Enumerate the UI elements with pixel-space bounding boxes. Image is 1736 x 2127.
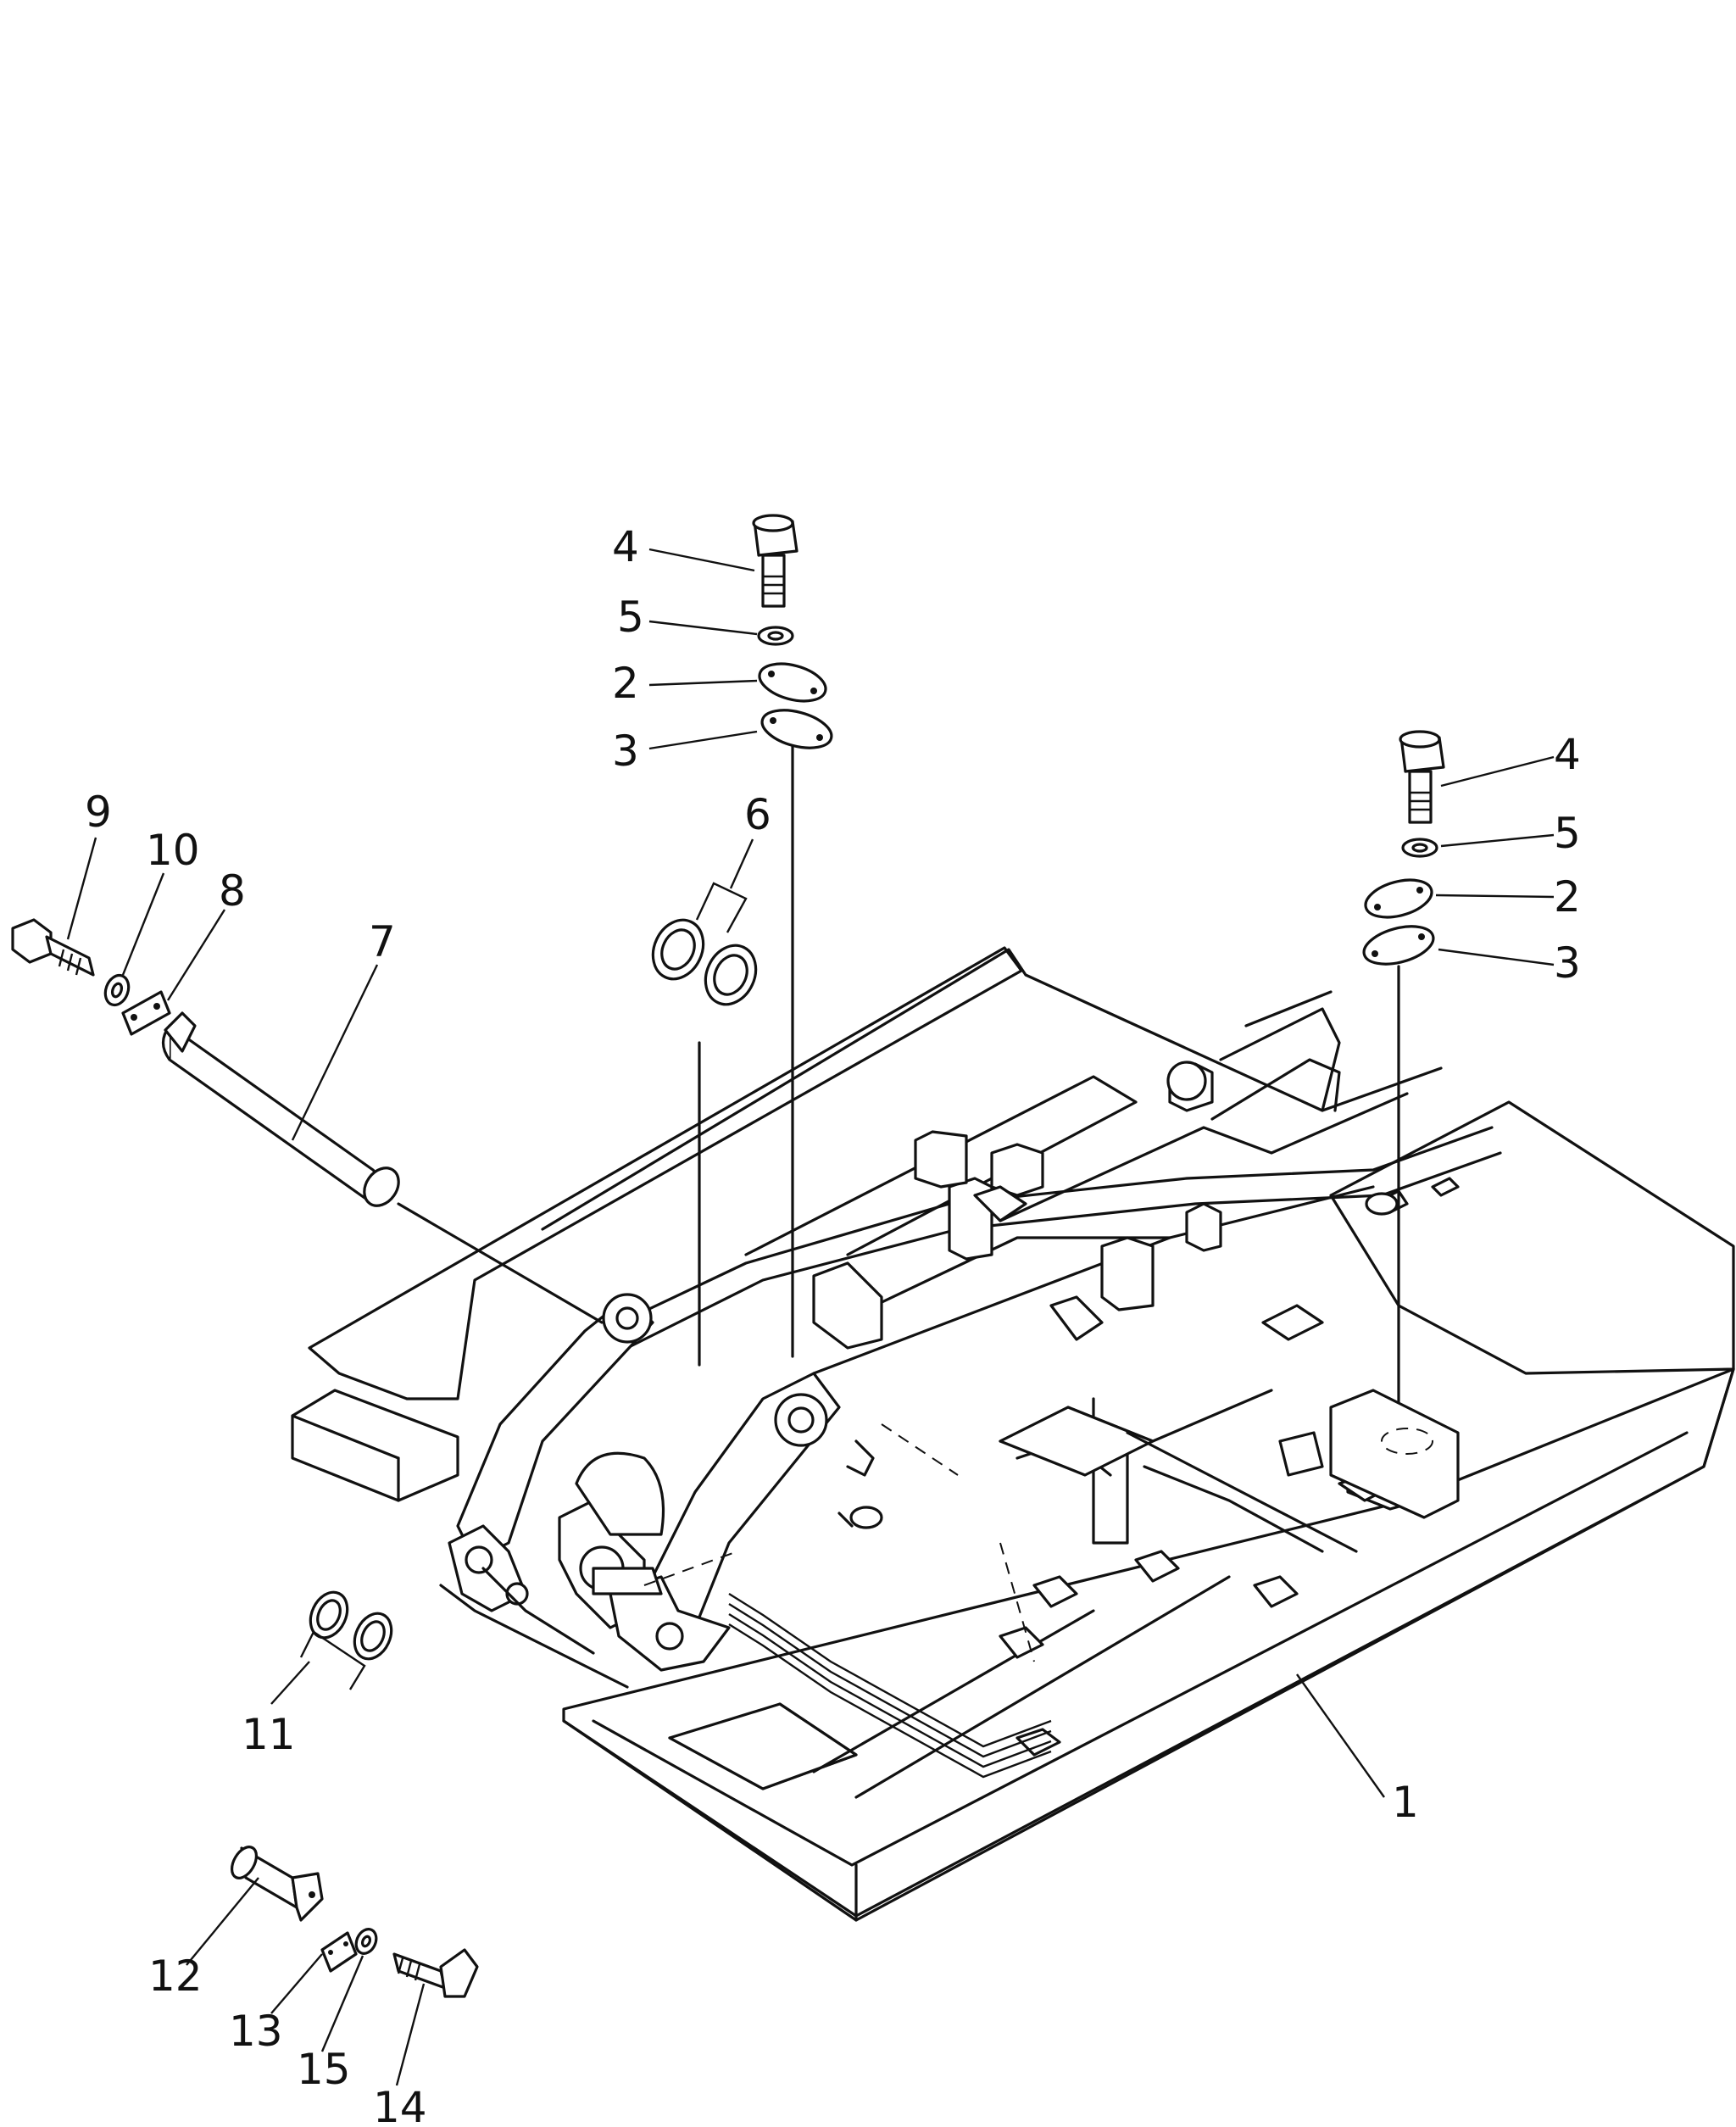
bolt-part-4-right xyxy=(1399,730,1445,824)
bolt-part-9 xyxy=(11,918,95,977)
plate-part-2-right xyxy=(1364,878,1433,919)
label-part-10: 10 xyxy=(146,826,200,875)
pin-part-12 xyxy=(230,1846,324,1922)
washer-part-5-right xyxy=(1401,838,1438,858)
leader-lines xyxy=(66,548,1555,2086)
plate-part-8 xyxy=(121,990,171,1036)
label-part-7: 7 xyxy=(369,917,396,966)
label-part-13: 13 xyxy=(229,2007,283,2056)
label-part-4-right: 4 xyxy=(1554,730,1581,779)
washer-part-10 xyxy=(103,973,131,1007)
pin-part-7 xyxy=(161,1011,400,1207)
boom-bracket xyxy=(397,1202,883,1689)
label-part-9: 9 xyxy=(85,788,112,837)
label-part-2-center: 2 xyxy=(612,659,639,708)
shims-part-6 xyxy=(651,918,758,1006)
shim-part-3-center xyxy=(760,709,833,749)
label-part-15: 15 xyxy=(297,2045,351,2094)
label-part-12: 12 xyxy=(148,1952,203,2001)
label-part-11: 11 xyxy=(242,1710,296,1759)
label-part-5-center: 5 xyxy=(617,593,644,642)
shim-part-3-right xyxy=(1362,925,1435,966)
bolt-part-4-center xyxy=(752,514,798,608)
bolt-part-14 xyxy=(392,1948,479,1998)
label-part-8: 8 xyxy=(219,866,246,916)
label-part-3-center: 3 xyxy=(612,727,639,776)
label-part-4-center: 4 xyxy=(612,522,639,571)
plate-part-2-center xyxy=(758,662,827,703)
plate-part-13 xyxy=(320,1931,358,1973)
washer-part-5-center xyxy=(757,626,794,646)
shims-part-11 xyxy=(309,1590,393,1661)
label-part-14: 14 xyxy=(373,2083,427,2127)
label-part-5-right: 5 xyxy=(1554,809,1581,858)
label-part-6: 6 xyxy=(744,790,771,839)
mount-boss-right xyxy=(1329,1389,1460,1519)
label-part-3-right: 3 xyxy=(1554,938,1581,988)
part-labels: 4 5 2 3 4 5 2 3 6 7 8 9 10 11 1 12 13 15… xyxy=(85,522,1581,2127)
label-part-2-right: 2 xyxy=(1554,872,1581,922)
label-part-1: 1 xyxy=(1392,1778,1419,1827)
washer-part-15 xyxy=(354,1928,378,1955)
